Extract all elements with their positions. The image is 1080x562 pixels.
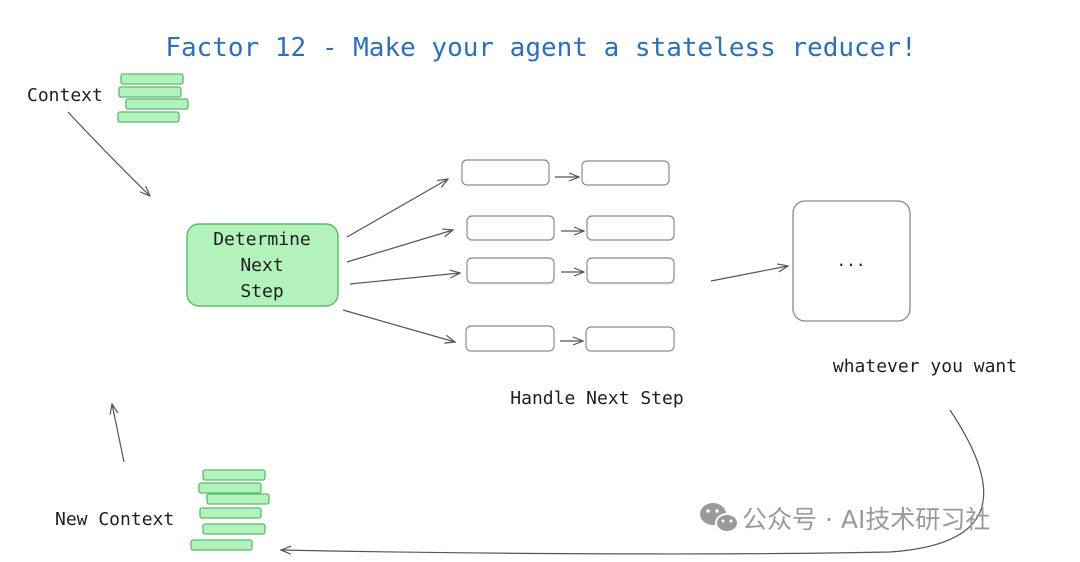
step-connectors [555, 177, 584, 341]
new-context-bar [199, 507, 262, 519]
context-bar [117, 111, 180, 123]
step-box [586, 257, 675, 284]
arrow-new-context-up [112, 404, 125, 463]
new-context-bar [206, 493, 270, 505]
watermark-text: 公众号 · AI技术研习社 [742, 505, 990, 534]
step-box [466, 215, 555, 241]
determine-next-step-node: Determine Next Step [186, 223, 339, 307]
watermark: 公众号 · AI技术研习社 [700, 503, 990, 534]
step-box [586, 215, 675, 241]
branch-arrow [349, 273, 460, 285]
new-context-stack [190, 469, 270, 551]
branch-arrow [346, 179, 448, 238]
context-stack [117, 73, 189, 123]
new-context-label: New Context [55, 509, 174, 530]
step-box [466, 257, 555, 284]
determine-line-3: Step [240, 281, 283, 302]
handle-next-step-label: Handle Next Step [510, 388, 683, 409]
new-context-bar [202, 523, 266, 535]
wechat-icon [700, 503, 739, 533]
arrow-to-custom [710, 266, 788, 282]
context-bar [118, 86, 182, 98]
step-box [585, 326, 675, 352]
new-context-bar [202, 469, 266, 481]
context-label: Context [27, 85, 103, 106]
custom-box-ellipsis: ... [837, 251, 866, 270]
arrow-context-to-determine [67, 111, 150, 196]
step-box [581, 160, 670, 186]
branch-arrow [346, 230, 453, 263]
branch-arrows [342, 179, 460, 342]
loop-back-arrow [281, 409, 985, 554]
branch-arrow [342, 309, 455, 342]
diagram-title: Factor 12 - Make your agent a stateless … [165, 33, 916, 63]
determine-line-2: Next [240, 255, 283, 276]
whatever-you-want-label: whatever you want [833, 356, 1017, 377]
step-box [461, 159, 550, 186]
new-context-bar [198, 482, 262, 494]
context-bar [125, 98, 189, 110]
context-bar [120, 73, 184, 85]
custom-step-box: ... [792, 200, 911, 322]
new-context-bar [190, 539, 253, 551]
step-box [465, 325, 555, 352]
step-rows [461, 159, 675, 352]
determine-line-1: Determine [213, 229, 311, 250]
